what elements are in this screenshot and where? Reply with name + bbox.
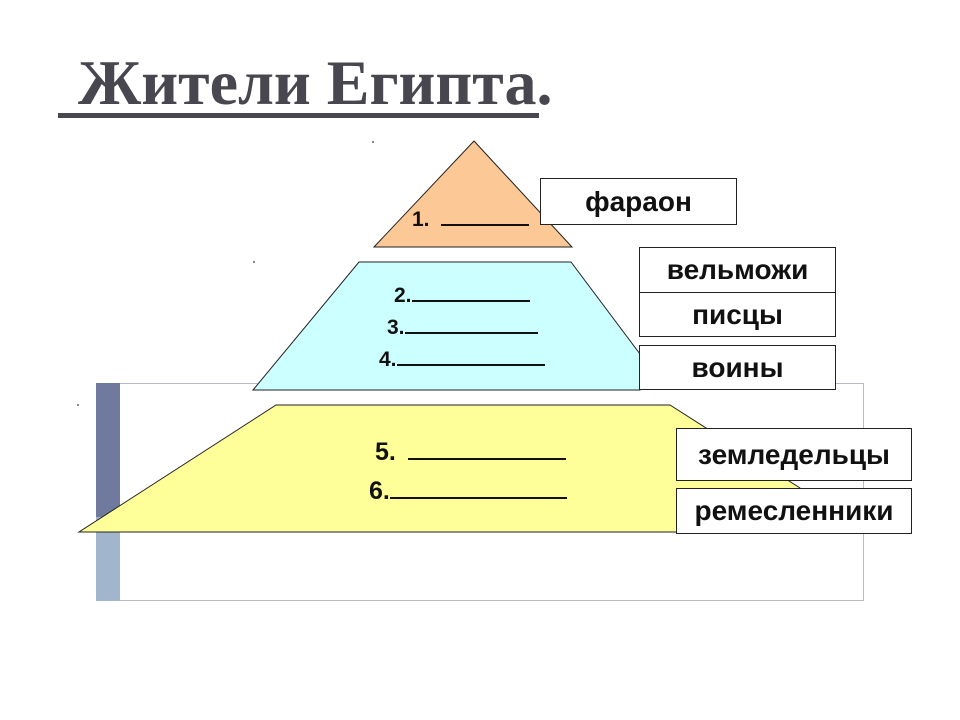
tier-2-number: 2. (394, 284, 412, 307)
title-underline (58, 113, 539, 118)
answer-box-nobles[interactable]: вельможи (639, 247, 836, 293)
tier-2-line-4: 4. (379, 348, 545, 372)
tier-2-number: 4. (379, 348, 397, 371)
tier-2-number: 3. (387, 316, 405, 339)
decorative-dot (372, 141, 374, 143)
answer-blank[interactable] (396, 364, 545, 366)
tier-3-line-5: 5. (375, 438, 566, 467)
tier-1-line-1: 1. (412, 208, 530, 232)
answer-blank[interactable] (407, 458, 566, 460)
tier-2-line-3: 3. (387, 316, 538, 340)
answer-box-scribes[interactable]: писцы (639, 292, 836, 337)
answer-box-warriors[interactable]: воины (639, 345, 836, 390)
decorative-dot (253, 261, 255, 263)
tier-3-number: 6. (369, 477, 390, 505)
answer-box-craftsmen[interactable]: ремесленники (676, 488, 912, 534)
frame-accent-bar-dark (96, 383, 120, 517)
page-title: Жители Египта. (78, 47, 553, 118)
pyramid-tier-1-shape (372, 140, 574, 248)
answer-blank[interactable] (404, 332, 538, 334)
tier-3-number: 5. (375, 438, 396, 466)
answer-box-pharaoh[interactable]: фараон (540, 178, 737, 225)
answer-box-farmers[interactable]: земледельцы (676, 428, 912, 481)
tier-1-number: 1. (412, 208, 430, 231)
answer-blank[interactable] (411, 300, 530, 302)
decorative-dot (77, 404, 79, 406)
answer-blank[interactable] (441, 224, 530, 226)
tier-2-line-2: 2. (394, 284, 530, 308)
tier-3-line-6: 6. (369, 477, 567, 506)
answer-blank[interactable] (389, 497, 567, 499)
